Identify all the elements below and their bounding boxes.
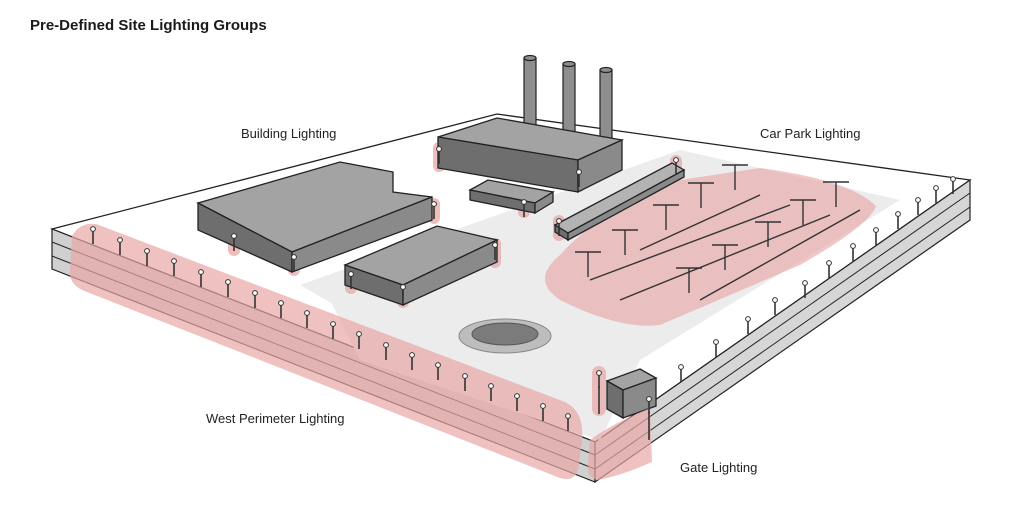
gate-lamps	[595, 369, 653, 440]
west-perimeter-lighting-zone	[69, 223, 583, 479]
building-lighting-label: Building Lighting	[241, 126, 337, 141]
buildings	[196, 117, 686, 420]
west-perimeter-lighting-label: West Perimeter Lighting	[206, 411, 345, 426]
car-park-poles	[575, 164, 861, 301]
car-park-lighting-label: Car Park Lighting	[760, 126, 861, 141]
chimneys	[523, 54, 613, 145]
diagram-title: Pre-Defined Site Lighting Groups	[30, 17, 267, 34]
gate-lighting-label: Gate Lighting	[680, 460, 758, 475]
roundabout	[458, 318, 552, 354]
